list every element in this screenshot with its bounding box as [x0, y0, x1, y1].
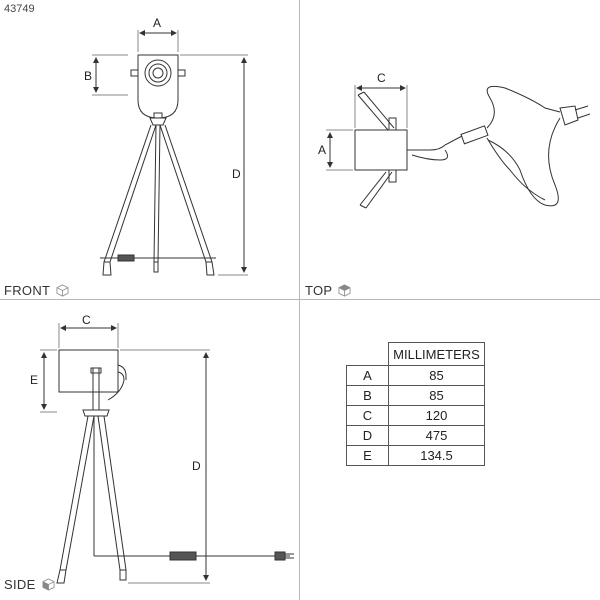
- front-view-drawing: [92, 30, 248, 276]
- table-corner: [346, 342, 389, 366]
- table-row: D 475: [346, 425, 485, 446]
- top-view-label: TOP: [305, 283, 351, 298]
- dimension-value: 120: [388, 405, 485, 426]
- dimension-value: 85: [388, 385, 485, 406]
- side-dim-c: C: [82, 313, 91, 327]
- front-view-label: FRONT: [4, 283, 69, 298]
- top-dim-c: C: [377, 71, 386, 85]
- table-row: A 85: [346, 365, 485, 386]
- top-view-drawing: [326, 85, 591, 209]
- dimension-value: 475: [388, 425, 485, 446]
- top-dim-a: A: [318, 143, 326, 157]
- side-dim-d: D: [192, 459, 201, 473]
- table-row: C 120: [346, 405, 485, 426]
- front-dim-a: A: [153, 16, 161, 30]
- dimension-letter: C: [346, 405, 389, 426]
- cube-view-icon: [56, 284, 69, 297]
- cube-view-icon: [42, 578, 55, 591]
- dimension-letter: E: [346, 445, 389, 466]
- dimension-letter: D: [346, 425, 389, 446]
- unit-header: MILLIMETERS: [388, 342, 485, 366]
- front-dim-d: D: [232, 167, 241, 181]
- table-row: E 134.5: [346, 445, 485, 466]
- dimension-value: 85: [388, 365, 485, 386]
- side-label-text: SIDE: [4, 577, 36, 592]
- cube-view-icon: [338, 284, 351, 297]
- horizontal-divider: [0, 299, 600, 300]
- side-view-drawing: [40, 323, 294, 584]
- dimension-letter: B: [346, 385, 389, 406]
- vertical-divider: [299, 0, 300, 600]
- side-view-label: SIDE: [4, 577, 55, 592]
- dimension-table: MILLIMETERS A 85 B 85 C 120 D 475 E 134.…: [346, 342, 485, 466]
- table-row: B 85: [346, 385, 485, 406]
- dimension-value: 134.5: [388, 445, 485, 466]
- dimension-letter: A: [346, 365, 389, 386]
- front-label-text: FRONT: [4, 283, 51, 298]
- side-dim-e: E: [30, 373, 38, 387]
- top-label-text: TOP: [305, 283, 333, 298]
- front-dim-b: B: [84, 69, 92, 83]
- product-code: 43749: [4, 3, 35, 15]
- table-header-row: MILLIMETERS: [346, 342, 485, 366]
